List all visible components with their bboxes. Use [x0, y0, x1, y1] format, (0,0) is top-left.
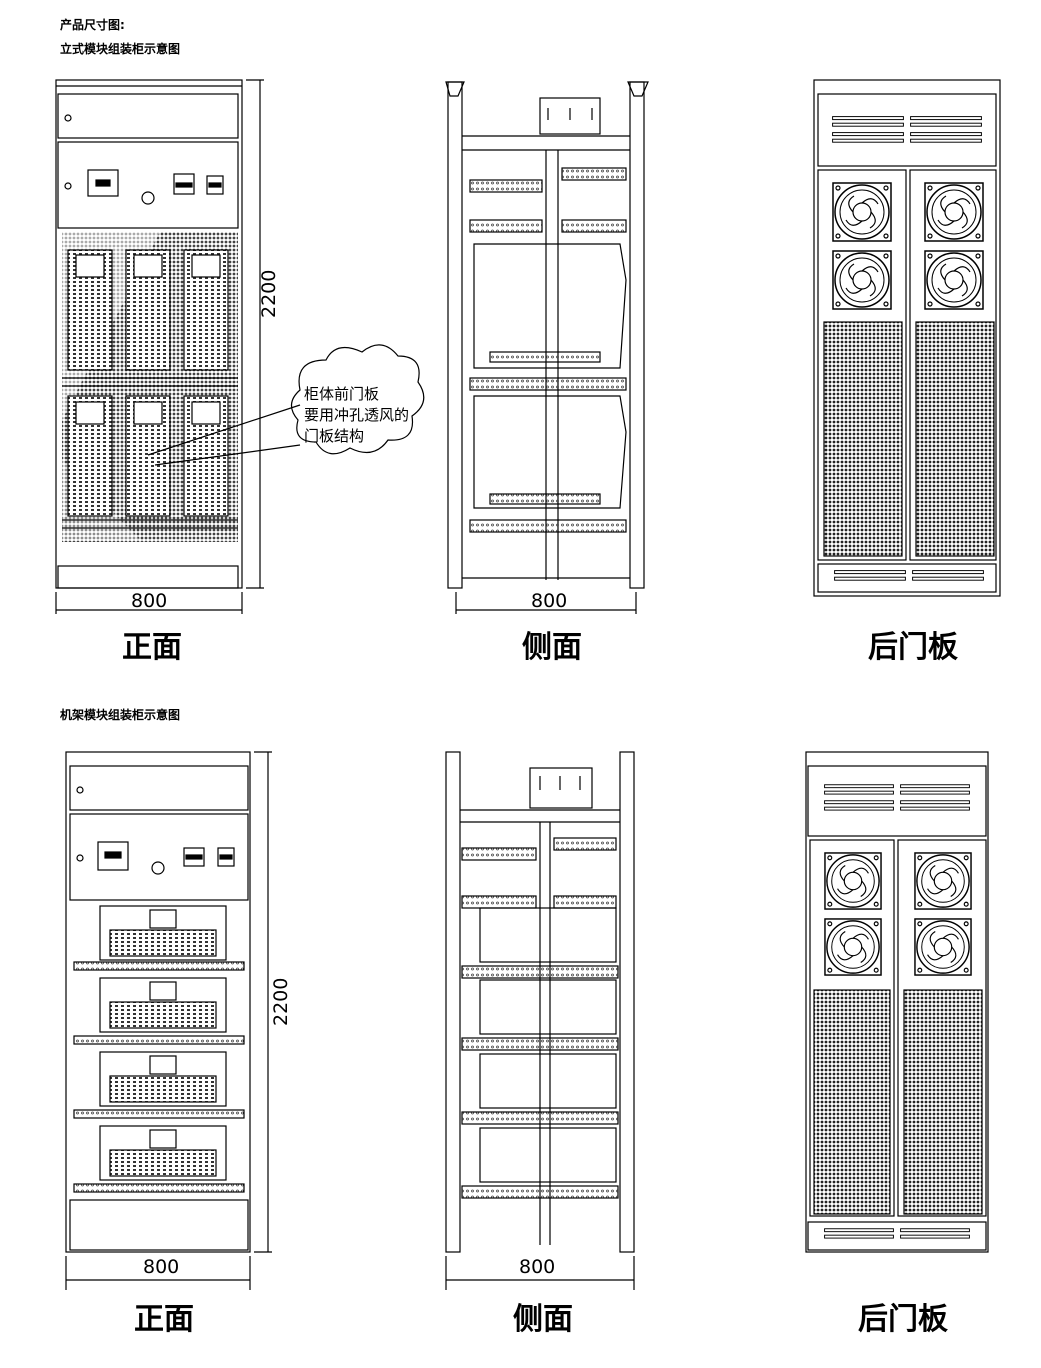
caption-side-2: 侧面 [513, 1302, 573, 1337]
section-title-2: 机架模块组装柜示意图 [60, 708, 181, 722]
rear-door-1 [813, 79, 1001, 597]
callout-cloud [147, 344, 425, 466]
section-title-1: 立式模块组装柜示意图 [60, 42, 181, 56]
side-width-label-2: 800 [519, 1256, 556, 1278]
side-view-cabinet-1 [445, 81, 649, 614]
callout-line-3: 门板结构 [304, 427, 365, 445]
callout-line-2: 要用冲孔透风的 [304, 406, 410, 424]
front-view-cabinet-1 [55, 79, 264, 614]
front-view-cabinet-2 [65, 751, 272, 1290]
rear-door-2 [805, 751, 989, 1253]
caption-rear-2: 后门板 [858, 1302, 948, 1337]
caption-front-1: 正面 [122, 630, 182, 665]
front-width-label-2: 800 [143, 1256, 180, 1278]
front-height-label-1: 2200 [258, 269, 280, 318]
page-title: 产品尺寸图: [60, 18, 125, 32]
callout-line-1: 柜体前门板 [304, 385, 380, 403]
side-view-cabinet-2 [445, 751, 635, 1290]
front-height-label-2: 2200 [270, 977, 292, 1026]
caption-rear-1: 后门板 [868, 630, 958, 665]
front-width-label-1: 800 [131, 590, 168, 612]
caption-front-2: 正面 [134, 1302, 194, 1337]
caption-side-1: 侧面 [522, 630, 582, 665]
side-width-label-1: 800 [531, 590, 568, 612]
callout-text: 柜体前门板 要用冲孔透风的 门板结构 [304, 384, 409, 447]
